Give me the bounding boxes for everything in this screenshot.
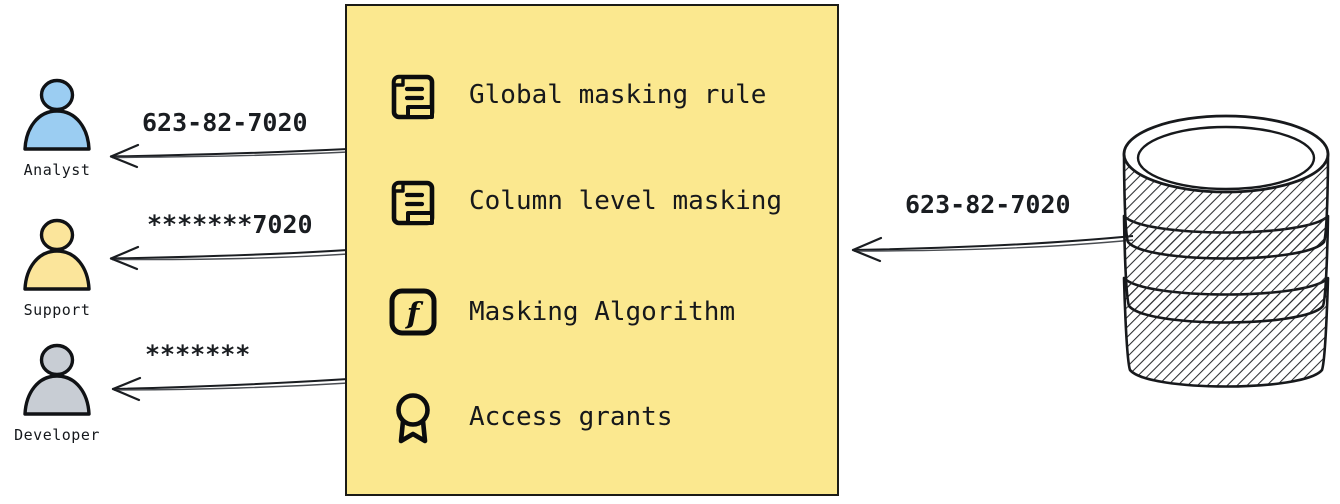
actor-analyst: Analyst	[0, 78, 117, 179]
actor-label: Developer	[14, 426, 100, 444]
policy-item-masking-algorithm[interactable]: f Masking Algorithm	[385, 281, 735, 343]
user-avatar-icon	[23, 218, 91, 291]
flow-to-analyst: 623-82-7020	[105, 108, 350, 170]
flow-label-support: *******7020	[147, 210, 313, 239]
flow-label-analyst: 623-82-7020	[142, 108, 308, 137]
scroll-document-icon	[391, 180, 435, 226]
actor-label: Support	[23, 301, 91, 319]
database-cylinder-icon	[1122, 114, 1330, 388]
policy-item-label: Column level masking	[469, 186, 783, 216]
actor-developer: Developer	[0, 343, 117, 444]
policy-list: Global masking rule Column level masking…	[347, 6, 837, 494]
policy-item-label: Access grants	[469, 402, 673, 432]
user-avatar-icon	[23, 343, 91, 416]
arrow-left-icon	[109, 245, 349, 271]
arrow-left-icon	[109, 143, 349, 169]
flow-label-source: 623-82-7020	[905, 190, 1071, 219]
policy-item-access-grants[interactable]: Access grants	[385, 386, 673, 448]
flow-label-developer: *******	[145, 340, 251, 369]
policy-item-column-level-masking[interactable]: Column level masking	[385, 170, 782, 232]
svg-text:f: f	[405, 296, 424, 330]
arrow-left-icon	[851, 235, 1134, 263]
flow-from-database: 623-82-7020	[845, 190, 1135, 270]
flow-to-developer: *******	[105, 340, 350, 402]
masking-policy-panel: Global masking rule Column level masking…	[345, 4, 839, 496]
actor-label: Analyst	[23, 161, 91, 179]
database-cylinder	[1108, 108, 1340, 408]
award-ribbon-icon	[396, 393, 430, 444]
function-f-icon: f	[389, 288, 437, 336]
flow-to-support: *******7020	[105, 210, 350, 272]
policy-item-global-masking-rule[interactable]: Global masking rule	[385, 64, 766, 126]
policy-item-label: Masking Algorithm	[469, 297, 736, 327]
arrow-left-icon	[111, 376, 349, 402]
policy-item-label: Global masking rule	[469, 80, 767, 110]
actor-support: Support	[0, 218, 117, 319]
scroll-document-icon	[391, 74, 435, 120]
user-avatar-icon	[23, 78, 91, 151]
